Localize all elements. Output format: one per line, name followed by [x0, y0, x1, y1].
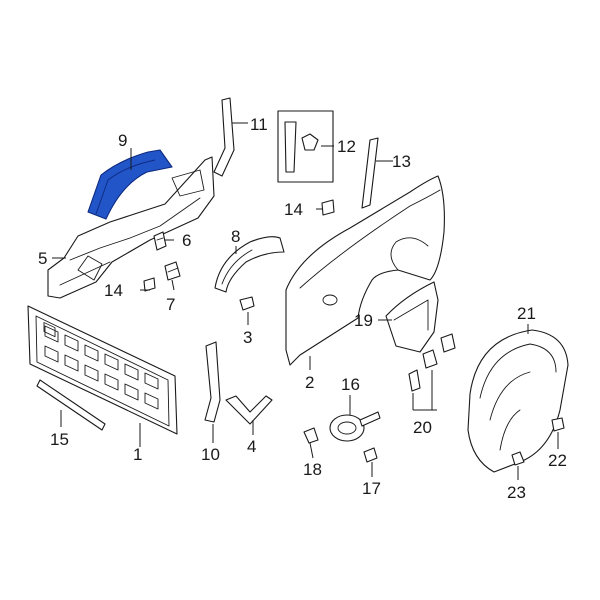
part-8-molding[interactable]: [214, 236, 285, 293]
callout-12: 12: [337, 137, 356, 156]
callout-18: 18: [303, 460, 322, 479]
part-17-clip[interactable]: [363, 447, 378, 463]
part-4-seal[interactable]: [225, 395, 273, 425]
part-5-inner-panel[interactable]: [47, 156, 215, 299]
part-14-plug-left[interactable]: [143, 277, 156, 292]
part-20-bolts[interactable]: [408, 333, 456, 392]
part-15-strip[interactable]: [36, 379, 106, 431]
callout-20: 20: [413, 418, 432, 437]
part-9-highlighted[interactable]: [87, 149, 173, 220]
callout-2: 2: [305, 373, 314, 392]
callout-1: 1: [133, 445, 142, 464]
part-16-fuel-door[interactable]: [329, 411, 381, 442]
callout-8: 8: [231, 227, 240, 246]
callout-17: 17: [362, 479, 381, 498]
callout-10: 10: [201, 445, 220, 464]
callout-labels: 9 5 6 7 14 14 1 15 11 12 13 8 3 2 19 20 …: [38, 115, 567, 502]
part-6-bracket[interactable]: [153, 231, 167, 251]
part-14-plug-upper[interactable]: [321, 199, 335, 216]
callout-3: 3: [243, 328, 252, 347]
part-21-wheel-liner[interactable]: [467, 329, 569, 473]
callout-21: 21: [517, 304, 536, 323]
part-10-pillar[interactable]: [204, 341, 221, 423]
part-1-panel[interactable]: [27, 305, 178, 435]
callout-4: 4: [247, 437, 256, 456]
callout-13: 13: [392, 152, 411, 171]
callout-23: 23: [507, 483, 526, 502]
part-13-strip[interactable]: [361, 137, 379, 209]
callout-19: 19: [354, 311, 373, 330]
callout-14-left: 14: [104, 281, 123, 300]
callout-14-upper: 14: [284, 200, 303, 219]
part-11-pillar[interactable]: [213, 97, 235, 177]
callout-16: 16: [341, 375, 360, 394]
callout-6: 6: [182, 231, 191, 250]
part-12-group[interactable]: [277, 110, 334, 183]
part-22-clip[interactable]: [551, 417, 565, 432]
part-2-fender[interactable]: [285, 175, 445, 366]
part-3-clip[interactable]: [239, 296, 255, 311]
part-19-panel[interactable]: [385, 281, 439, 353]
callout-5: 5: [38, 249, 47, 268]
callout-7: 7: [166, 295, 175, 314]
callout-11: 11: [250, 115, 268, 134]
callout-22: 22: [548, 451, 567, 470]
part-18-bolt[interactable]: [303, 427, 319, 444]
part-23-nut[interactable]: [511, 451, 525, 466]
callout-9: 9: [118, 131, 127, 150]
part-7-bracket[interactable]: [164, 261, 181, 281]
callout-15: 15: [50, 430, 69, 449]
leader-lines: [52, 122, 559, 480]
